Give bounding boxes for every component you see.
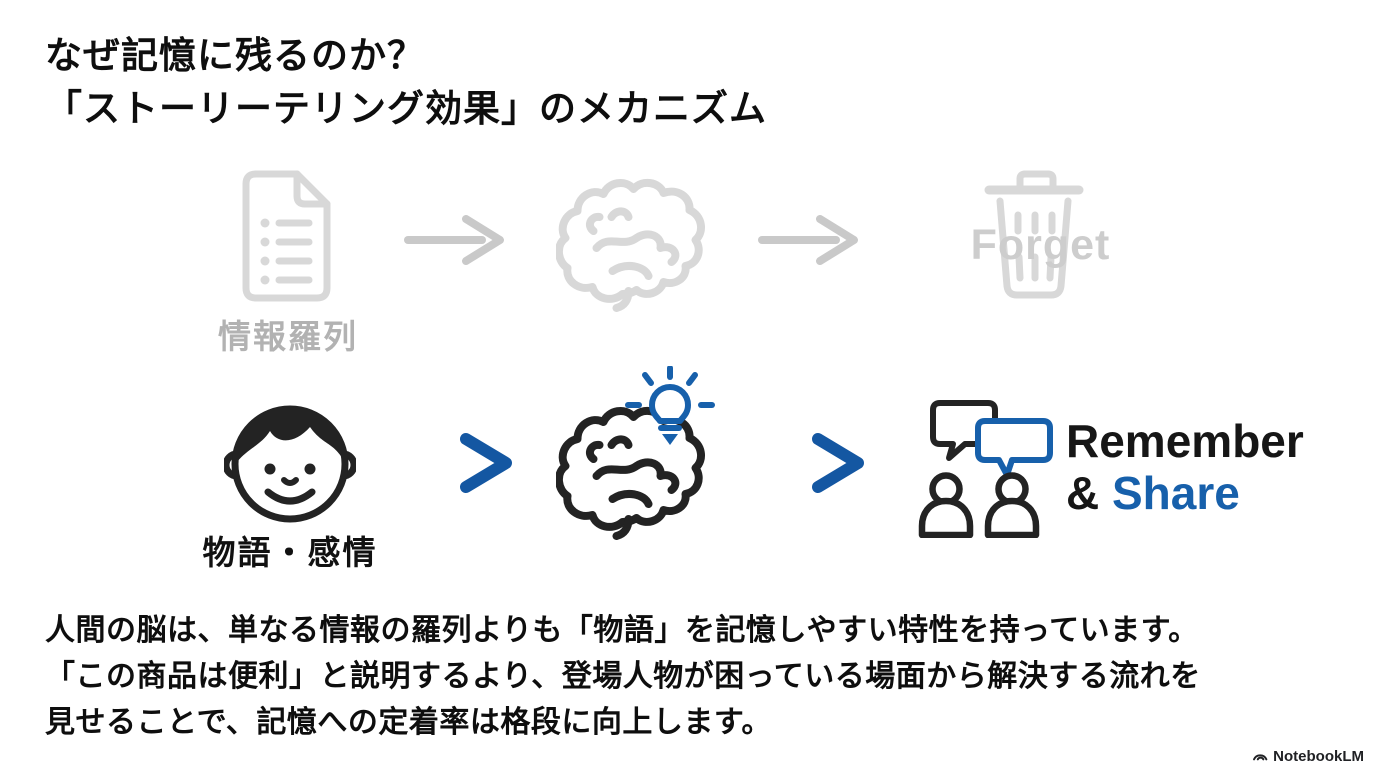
body-line1: 人間の脳は、単なる情報の羅列よりも「物語」を記憶しやすい特性を持っています。 bbox=[45, 614, 1199, 647]
arrow-right-icon-active-1 bbox=[402, 430, 524, 496]
remember-line: Remember bbox=[1066, 415, 1304, 467]
footer-brand: NotebookLM bbox=[1251, 747, 1364, 765]
brain-icon-muted bbox=[556, 170, 722, 312]
notebooklm-logo-icon bbox=[1251, 747, 1269, 765]
arrow-right-icon-muted-1 bbox=[402, 210, 516, 270]
share-line: & Share bbox=[1066, 466, 1304, 520]
page-title-line2: 「ストーリーテリング効果」のメカニズム bbox=[45, 87, 767, 129]
body-line3: 見せることで、記憶への定着率は格段に向上します。 bbox=[45, 706, 772, 739]
share-word: Share bbox=[1112, 466, 1240, 519]
page-title-line1: なぜ記憶に残るのか？ bbox=[45, 35, 425, 76]
lightbulb-idea-icon bbox=[618, 366, 722, 466]
ampersand: & bbox=[1066, 466, 1112, 519]
two-people-chat-icon bbox=[908, 396, 1058, 538]
body-line2: 「この商品は便利」と説明するより、登場人物が困っている場面から解決する流れを bbox=[45, 660, 1201, 693]
muted-flow-source-label: 情報羅列 bbox=[218, 318, 358, 355]
boy-face-icon bbox=[224, 385, 356, 527]
active-flow-source-label: 物語・感情 bbox=[202, 534, 378, 571]
body-paragraph: 人間の脳は、単なる情報の羅列よりも「物語」を記憶しやすい特性を持っています。 「… bbox=[45, 608, 1355, 746]
footer-brand-label: NotebookLM bbox=[1273, 747, 1364, 765]
trash-icon bbox=[976, 168, 1092, 308]
arrow-right-icon-active-2 bbox=[754, 430, 876, 496]
active-flow-result-label: Remember & Share bbox=[1066, 415, 1304, 520]
document-list-icon bbox=[236, 168, 340, 308]
page-title: なぜ記憶に残るのか？ 「ストーリーテリング効果」のメカニズム bbox=[45, 30, 767, 135]
arrow-right-icon-muted-2 bbox=[756, 210, 870, 270]
muted-flow-result-label: Forget bbox=[970, 221, 1111, 269]
